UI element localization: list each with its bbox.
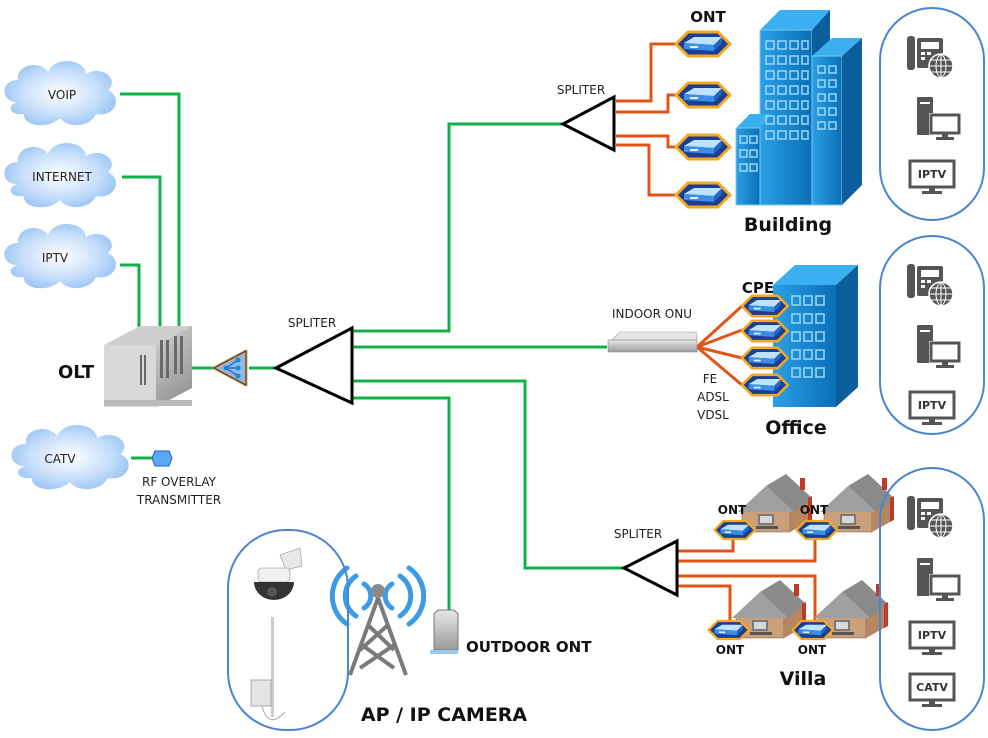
wireless-tower-icon <box>329 565 427 676</box>
villa-ont-1 <box>713 519 757 541</box>
cloud-iptv: IPTV <box>4 223 117 289</box>
villa-services-panel <box>879 467 985 731</box>
cloud-internet-label: INTERNET <box>32 170 92 184</box>
building-ont-1 <box>674 30 732 58</box>
villa-splitter-icon <box>620 538 679 598</box>
villa-label: Villa <box>780 668 827 690</box>
office-label: Office <box>765 417 827 439</box>
cloud-voip-label: VOIP <box>48 88 76 102</box>
office-cpe-1 <box>740 294 790 318</box>
building-ont-4 <box>674 181 732 209</box>
catv-icon: CATV <box>908 672 956 709</box>
svg-text:CATV: CATV <box>916 681 948 694</box>
access-point-icon <box>250 617 286 721</box>
rf-overlay-label-line2: TRANSMITTER <box>136 493 221 507</box>
indoor-onu-label: INDOOR ONU <box>612 307 692 321</box>
link-splitter-villa <box>352 379 624 570</box>
desktop-pc-icon <box>915 556 963 603</box>
building-services-panel <box>879 7 985 221</box>
cloud-catv: CATV <box>11 424 129 490</box>
villa-ont-4 <box>791 619 835 641</box>
office-cpe-4 <box>740 373 790 397</box>
interface-fe: FE <box>703 372 717 386</box>
villa-ont-label-3: ONT <box>716 643 745 657</box>
villa-ont-label-1: ONT <box>718 503 747 517</box>
cloud-catv-label: CATV <box>44 452 76 466</box>
office-cpe-2 <box>740 319 790 343</box>
building-splitter-label: SPLITER <box>557 83 605 97</box>
building-ont-3 <box>674 133 732 161</box>
building-splitter-icon <box>559 94 616 153</box>
ap-camera-panel <box>227 529 349 731</box>
villa-ont-label-2: ONT <box>800 503 829 517</box>
iptv-icon: IPTV <box>908 159 956 196</box>
iptv-icon: IPTV <box>908 390 956 427</box>
olt-chassis-icon <box>104 326 192 407</box>
link-splitter-building <box>352 122 563 333</box>
ip-phone-icon <box>906 35 954 79</box>
copper-links <box>616 42 817 622</box>
villa-ont-label-4: ONT <box>798 643 827 657</box>
interface-adsl: ADSL <box>697 390 729 404</box>
ap-camera-label: AP / IP CAMERA <box>361 704 528 726</box>
cloud-iptv-label: IPTV <box>42 251 69 265</box>
rf-overlay-transmitter-icon <box>151 450 173 467</box>
villa-ont-2 <box>795 519 839 541</box>
indoor-onu-icon <box>607 331 698 353</box>
link-voip-olt <box>120 92 181 330</box>
svg-text:IPTV: IPTV <box>918 629 947 642</box>
building-label: Building <box>744 214 832 236</box>
main-splitter-label: SPLITER <box>288 316 336 330</box>
iptv-icon: IPTV <box>908 620 956 657</box>
desktop-pc-icon <box>915 95 963 142</box>
ip-camera-icon <box>254 547 303 600</box>
wdm-coupler-icon <box>212 349 248 387</box>
svg-text:IPTV: IPTV <box>918 168 947 181</box>
interface-vdsl: VDSL <box>697 408 729 422</box>
cpe-label: CPE <box>742 279 774 297</box>
ip-phone-icon <box>906 495 954 539</box>
villa-splitter-label: SPLITER <box>614 527 662 541</box>
rf-overlay-label-line1: RF OVERLAY <box>142 475 217 489</box>
olt-label: OLT <box>58 362 95 383</box>
building-ont-label: ONT <box>690 8 726 26</box>
office-services-panel <box>879 235 985 435</box>
link-internet-olt <box>122 175 162 330</box>
villa-ont-3 <box>707 619 751 641</box>
cloud-internet: INTERNET <box>4 142 117 208</box>
link-splitter-outdoor <box>352 396 451 612</box>
office-cpe-3 <box>740 346 790 370</box>
outdoor-ont-icon <box>430 609 459 654</box>
building-ont-2 <box>674 81 732 109</box>
outdoor-ont-label: OUTDOOR ONT <box>466 638 592 656</box>
link-iptv-olt <box>120 263 141 330</box>
svg-text:IPTV: IPTV <box>918 399 947 412</box>
fiber-links <box>120 92 624 612</box>
desktop-pc-icon <box>915 323 963 370</box>
ip-phone-icon <box>906 263 954 307</box>
cloud-voip: VOIP <box>4 60 117 126</box>
building-icon <box>735 10 862 206</box>
main-splitter-icon <box>272 325 354 406</box>
